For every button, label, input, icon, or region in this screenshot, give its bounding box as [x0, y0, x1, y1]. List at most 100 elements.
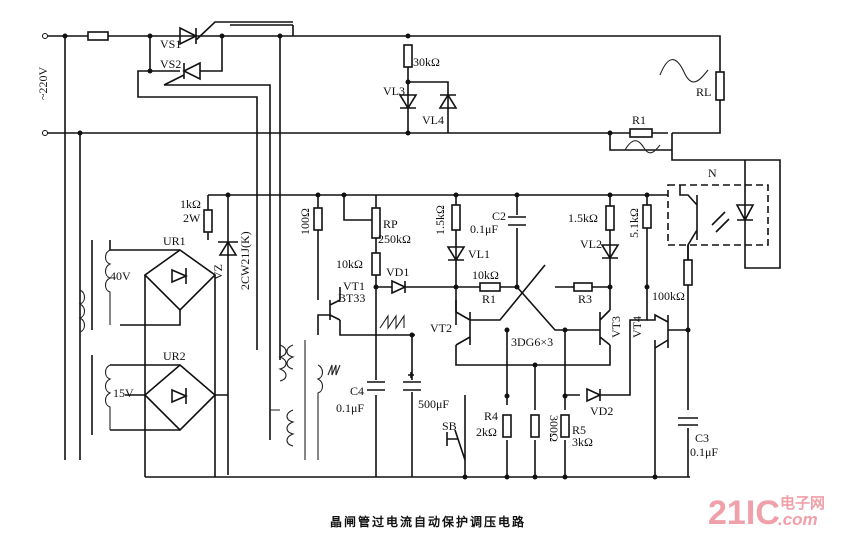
label-10k-a: 10kΩ — [336, 257, 363, 271]
label-vz-type: 2CW21J(K) — [238, 231, 252, 290]
resistor-100 — [313, 207, 323, 231]
label-ur2: UR2 — [163, 349, 186, 363]
label-vd1: VD1 — [386, 265, 409, 279]
label-100k: 100kΩ — [652, 289, 685, 303]
waveform-icon — [659, 59, 709, 83]
resistor-r1 — [479, 282, 501, 292]
label-vd2: VD2 — [590, 404, 613, 418]
transformer-sec-15v — [104, 364, 112, 430]
resistor-30k — [403, 44, 413, 68]
label-q-type: 3DG6×3 — [511, 335, 553, 349]
label-rp-val: 250kΩ — [378, 232, 411, 246]
label-vs1: VS1 — [160, 37, 181, 51]
label-c3-val: 0.1μF — [690, 445, 718, 459]
label-1-5k-a: 1.5kΩ — [433, 205, 447, 235]
resistor-10k-a — [371, 252, 381, 276]
label-c2-val: 0.1μF — [470, 222, 498, 236]
terminal-bottom — [42, 130, 48, 136]
terminal-top — [42, 33, 48, 39]
label-40v: 40V — [110, 269, 131, 283]
label-2w: 2W — [183, 211, 201, 225]
optocoupler-n — [667, 184, 769, 246]
led-vl2 — [600, 244, 620, 260]
diode-vd2 — [586, 387, 602, 403]
transistor-vt4 — [647, 313, 669, 349]
capacitor-c2 — [508, 216, 526, 226]
label-sb: SB — [442, 419, 457, 433]
label-mains: ~220V — [36, 67, 50, 100]
label-c2: C2 — [492, 209, 506, 223]
label-rl: RL — [696, 85, 711, 99]
watermark-domain: .com — [778, 510, 818, 529]
resistor-5-1k — [642, 204, 652, 229]
capacitor-c4 — [367, 381, 385, 391]
label-vl4: VL4 — [422, 113, 444, 127]
label-c4-val: 0.1μF — [336, 401, 364, 415]
wiring — [45, 24, 781, 478]
label-15v: 15V — [113, 386, 134, 400]
label-n: N — [708, 166, 717, 180]
waveform-small-icon — [624, 140, 661, 154]
resistor-r4 — [502, 414, 512, 438]
resistor-1-5k-a — [451, 204, 461, 231]
label-vs2: VS2 — [160, 57, 181, 71]
wiring-vl — [407, 67, 449, 133]
led-vl4 — [438, 93, 458, 109]
resistor-1k — [203, 209, 213, 233]
bridge-ur2 — [143, 363, 217, 432]
label-rp: RP — [383, 217, 398, 231]
fuse — [87, 31, 109, 41]
transistor-vt3 — [599, 309, 611, 346]
label-c3: C3 — [695, 431, 709, 445]
label-ur1: UR1 — [163, 234, 186, 248]
junction-dots — [62, 33, 691, 480]
diagram-title: 晶闸管过电流自动保护调压电路 — [330, 514, 526, 529]
switch-sb[interactable] — [446, 432, 458, 446]
label-r1-load: R1 — [632, 113, 646, 127]
sawtooth-icon — [379, 314, 405, 330]
ujt-vt1 — [329, 299, 341, 321]
label-r4: R4 — [484, 409, 498, 423]
transformer-primary — [78, 289, 86, 333]
label-10k-b: 10kΩ — [472, 268, 499, 282]
pulse-transformer-1 — [278, 344, 324, 460]
label-r3: R3 — [578, 292, 592, 306]
label-vz: VZ — [211, 264, 225, 280]
label-vt2: VT2 — [430, 321, 452, 335]
ramp-icon — [327, 364, 341, 376]
potentiometer-rp — [371, 207, 381, 239]
label-100: 100Ω — [298, 208, 312, 235]
label-vl3: VL3 — [383, 84, 405, 98]
thyristor-vs1 — [179, 21, 293, 46]
pulse-transformer-2 — [270, 340, 306, 460]
resistor-r3 — [573, 282, 593, 292]
optocoupler-internals — [679, 185, 755, 260]
bridge-ur1 — [143, 249, 217, 312]
label-30k: 30kΩ — [413, 55, 440, 69]
watermark-logo: 21IC 电子网 .com — [708, 494, 825, 532]
label-vt1: VT1 — [343, 279, 365, 293]
led-vl3 — [398, 94, 418, 110]
label-vl1: VL1 — [468, 247, 490, 261]
watermark-cn: 电子网 — [780, 494, 825, 512]
transistor-vt2 — [455, 300, 471, 346]
diode-vd1 — [391, 279, 407, 295]
label-1k: 1kΩ — [180, 197, 201, 211]
watermark-brand: 21IC — [708, 494, 780, 532]
label-r5: R5 — [572, 423, 586, 437]
transformer-sec-40v — [104, 249, 112, 325]
resistor-300 — [530, 414, 540, 438]
label-r4-val: 2kΩ — [476, 425, 497, 439]
zener-vz — [218, 240, 238, 256]
label-vt3: VT3 — [609, 316, 623, 338]
label-vt4: VT4 — [630, 316, 644, 338]
resistor-100k — [683, 259, 693, 286]
capacitor-c3 — [678, 417, 698, 426]
label-bt33: BT33 — [338, 291, 365, 305]
label-5-1k: 5.1kΩ — [627, 208, 641, 238]
capacitor-500u — [403, 372, 421, 391]
thyristor-vs2 — [163, 61, 201, 86]
label-300: 300Ω — [547, 415, 561, 442]
resistor-1-5k-b — [605, 205, 615, 231]
